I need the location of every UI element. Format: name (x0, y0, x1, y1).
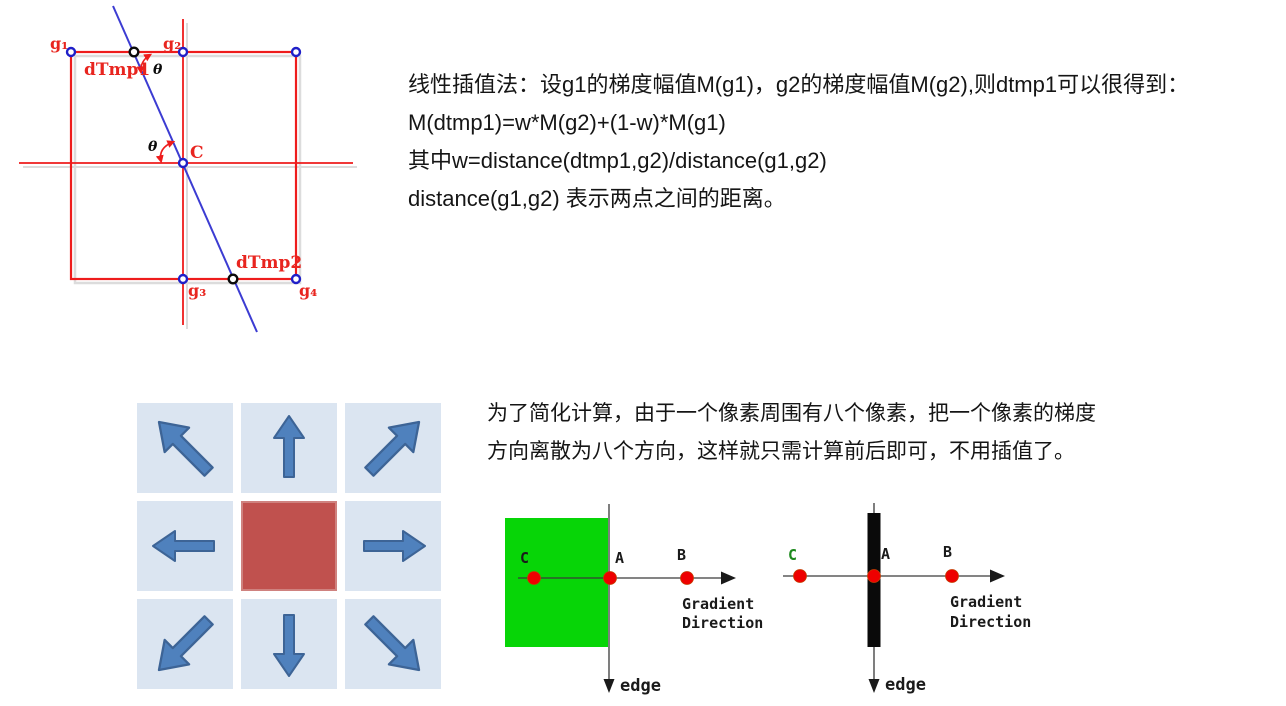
text-line: 方向离散为八个方向，这样就只需计算前后即可，不用插值了。 (487, 440, 1075, 463)
label-g3: g₃ (188, 281, 206, 300)
theta-arc-top (136, 53, 153, 75)
grid-cell-down-right (345, 599, 441, 689)
point-c-dot (793, 569, 807, 583)
point-c (177, 157, 189, 169)
point-dtmp1 (128, 46, 140, 58)
arrow-right-icon (363, 530, 426, 562)
gradient-arrowhead-icon (990, 569, 1005, 583)
label-c: C (190, 143, 204, 163)
edge-label: edge (885, 675, 926, 695)
gradient-arrowhead-icon (721, 571, 736, 585)
gradient-direction-label: Direction (950, 613, 1031, 631)
point-c-dot (527, 571, 541, 585)
text-line: 线性插值法：设g1的梯度幅值M(g1)，g2的梯度幅值M(g2),则dtmp1可… (408, 72, 1190, 97)
gradient-direction-label: Direction (682, 614, 763, 632)
point-b-dot (680, 571, 694, 585)
theta-arc-center (155, 140, 176, 164)
label-c: C (788, 546, 797, 564)
grid-cell-left (137, 501, 233, 591)
point-g1 (65, 46, 77, 58)
direction-grid (137, 403, 441, 689)
gradient-direction-label: Gradient (682, 595, 754, 613)
arrow-down-left-icon (157, 615, 214, 672)
grid-cell-right (345, 501, 441, 591)
grid-cell-center-pixel (241, 501, 337, 591)
point-g3 (177, 273, 189, 285)
point-a-dot (603, 571, 617, 585)
arrow-down-right-icon (364, 615, 421, 672)
point-g2 (177, 46, 189, 58)
arrow-up-right-icon (364, 420, 421, 477)
edge-arrowhead-icon (868, 679, 880, 693)
label-c: C (520, 549, 529, 567)
arrow-up-icon (273, 415, 305, 478)
point-top-right (290, 46, 302, 58)
label-b: B (677, 546, 686, 564)
gradient-direction-label: Gradient (950, 593, 1022, 611)
label-a: A (615, 549, 624, 567)
arrow-up-left-icon (157, 420, 214, 477)
grid-cell-down-left (137, 599, 233, 689)
text-line: distance(g1,g2) 表示两点之间的距离。 (408, 186, 786, 211)
grid-cell-up-left (137, 403, 233, 493)
arrow-down-icon (273, 614, 305, 677)
edge-label: edge (620, 676, 661, 696)
interpolation-explanation: 线性插值法：设g1的梯度幅值M(g1)，g2的梯度幅值M(g2),则dtmp1可… (408, 66, 1189, 218)
point-g4 (290, 273, 302, 285)
interpolation-diagram: g₁ g₂ g₃ g₄ dTmp1 dTmp2 C θ θ (19, 5, 357, 333)
label-g2: g₂ (163, 34, 181, 53)
label-g4: g₄ (299, 281, 317, 300)
point-b-dot (945, 569, 959, 583)
point-a-dot (867, 569, 881, 583)
label-g1: g₁ (50, 34, 68, 53)
text-line: M(dtmp1)=w*M(g2)+(1-w)*M(g1) (408, 110, 726, 135)
grid-cell-up-right (345, 403, 441, 493)
label-dtmp1: dTmp1 (84, 60, 150, 80)
label-theta-center: θ (148, 139, 158, 155)
edge-diagram-flat-region: C A B Gradient Direction edge (505, 504, 763, 696)
text-line: 其中w=distance(dtmp1,g2)/distance(g1,g2) (408, 148, 827, 173)
grid-cell-up (241, 403, 337, 493)
green-region (505, 518, 608, 647)
grid-cell-down (241, 599, 337, 689)
arrow-left-icon (152, 530, 215, 562)
label-a: A (881, 545, 890, 563)
text-line: 为了简化计算，由于一个像素周围有八个像素，把一个像素的梯度 (487, 402, 1096, 425)
label-dtmp2: dTmp2 (236, 253, 302, 273)
label-theta-top: θ (153, 62, 163, 78)
edge-arrowhead-icon (603, 679, 615, 693)
simplification-explanation: 为了简化计算，由于一个像素周围有八个像素，把一个像素的梯度 方向离散为八个方向，… (487, 395, 1096, 471)
label-b: B (943, 543, 952, 561)
edge-diagram-thin-edge: C A B Gradient Direction edge (783, 503, 1031, 695)
point-dtmp2 (227, 273, 239, 285)
